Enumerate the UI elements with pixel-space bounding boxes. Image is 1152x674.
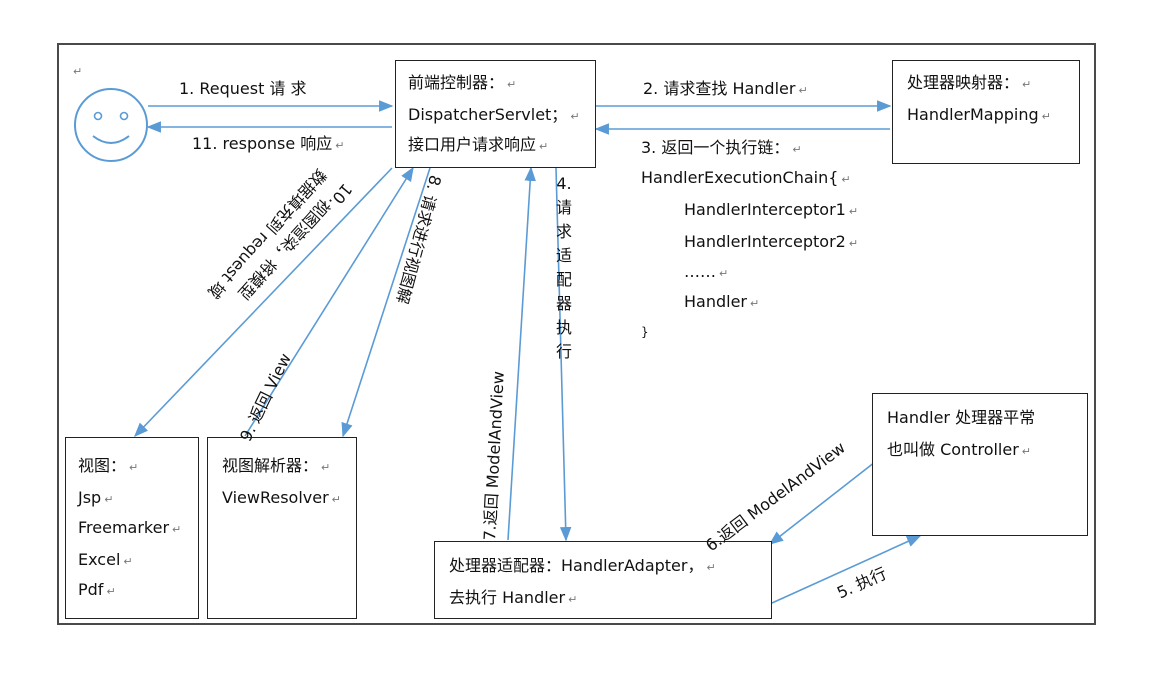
dispatcher-servlet-box: 前端控制器：↵ DispatcherServlet；↵ 接口用户请求响应↵ (395, 60, 596, 168)
handler-controller-box: Handler 处理器平常 也叫做 Controller↵ (872, 393, 1088, 536)
edge-label-4: 4. 请 求 适 配 器 执 行 (555, 174, 572, 361)
chain-open: HandlerExecutionChain{↵ (641, 168, 851, 187)
view-freemarker: Freemarker↵ (78, 518, 182, 537)
arrow-7-return-mav (507, 166, 536, 541)
view-title: 视图：↵ (78, 456, 139, 475)
view-resolver-box: 视图解析器：↵ ViewResolver↵ (207, 437, 357, 619)
arrow-9-return-view (244, 166, 414, 437)
chain-label: 3. 返回一个执行链：↵ (641, 138, 802, 157)
diagram-frame (57, 43, 1096, 625)
mapping-class-name: HandlerMapping↵ (907, 105, 1051, 124)
chain-handler: Handler↵ (684, 292, 760, 311)
view-box: 视图：↵ Jsp↵ Freemarker↵ Excel↵ Pdf↵ (65, 437, 199, 619)
arrow-4-request-adapter (555, 167, 572, 542)
handler-description: 也叫做 Controller↵ (887, 440, 1032, 459)
dispatcher-title: 前端控制器：↵ (408, 73, 517, 92)
adapter-description: 去执行 Handler↵ (449, 588, 578, 607)
chain-close: } (641, 325, 649, 339)
arrow-10-render (134, 167, 393, 438)
adapter-title: 处理器适配器：HandlerAdapter，↵ (449, 556, 716, 575)
smiley-face-icon (74, 88, 148, 162)
dispatcher-class-name: DispatcherServlet；↵ (408, 105, 580, 124)
view-excel: Excel↵ (78, 550, 133, 569)
handler-title: Handler 处理器平常 (887, 408, 1036, 427)
view-pdf: Pdf↵ (78, 580, 116, 599)
paragraph-mark: ↵ (73, 65, 83, 78)
handler-adapter-box: 处理器适配器：HandlerAdapter，↵ 去执行 Handler↵ (434, 541, 772, 619)
resolver-title: 视图解析器：↵ (222, 456, 331, 475)
arrow-6-return-mav (768, 461, 876, 545)
view-jsp: Jsp↵ (78, 488, 114, 507)
resolver-class-name: ViewResolver↵ (222, 488, 341, 507)
edge-label-1: 1. Request 请 求 (179, 79, 307, 98)
chain-interceptor-2: HandlerInterceptor2↵ (684, 232, 859, 251)
dispatcher-description: 接口用户请求响应↵ (408, 135, 549, 154)
arrow-8-resolve-view (341, 167, 431, 438)
handler-mapping-box: 处理器映射器：↵ HandlerMapping↵ (892, 60, 1080, 164)
arrow-5-execute (771, 535, 922, 604)
chain-ellipsis: ……↵ (684, 262, 729, 281)
chain-interceptor-1: HandlerInterceptor1↵ (684, 200, 859, 219)
edge-label-2: 2. 请求查找 Handler↵ (643, 79, 808, 98)
mapping-title: 处理器映射器：↵ (907, 73, 1032, 92)
edge-label-11: 11. response 响应↵ (192, 134, 345, 153)
